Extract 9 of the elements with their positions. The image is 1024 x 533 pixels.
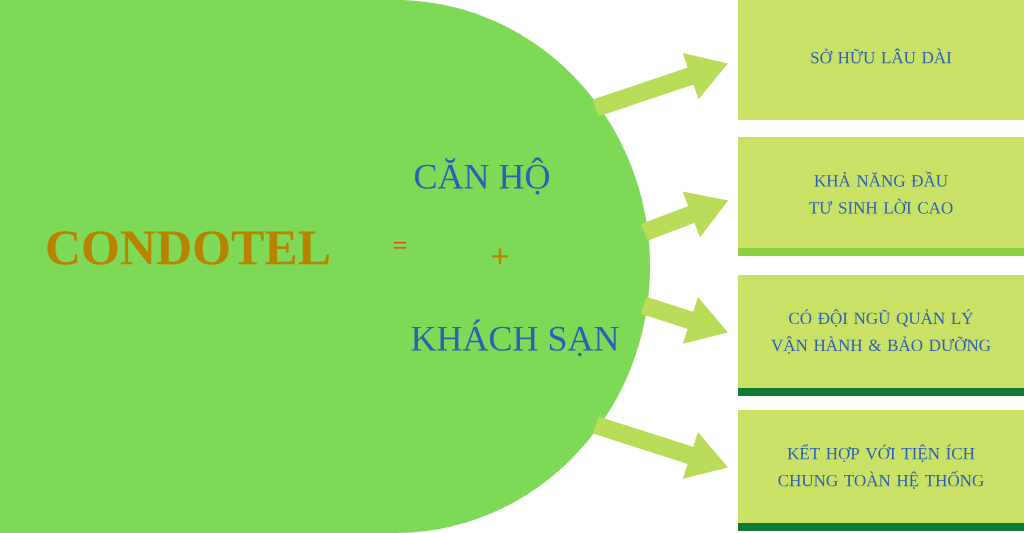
term-text: CĂN HỘ [415, 157, 549, 195]
text-box: SỞ HỮU LÂU DÀI [738, 0, 1024, 120]
title-text: CONDOTEL [47, 231, 329, 265]
equals-sign: = [394, 242, 407, 249]
text-box: CÓ ĐỘI NGŨ QUẢN LÝ VẬN HÀNH & BẢO DƯỠNG [738, 275, 1024, 396]
text-box: KẾT HỢP VỚI TIỆN ÍCH CHUNG TOÀN HỆ THỐNG [738, 410, 1024, 531]
term-text: KHÁCH SẠN [411, 319, 619, 357]
plus-sign: + [492, 248, 508, 265]
text-box: KHẢ NĂNG ĐẦU TƯ SINH LỜI CAO [738, 137, 1024, 256]
